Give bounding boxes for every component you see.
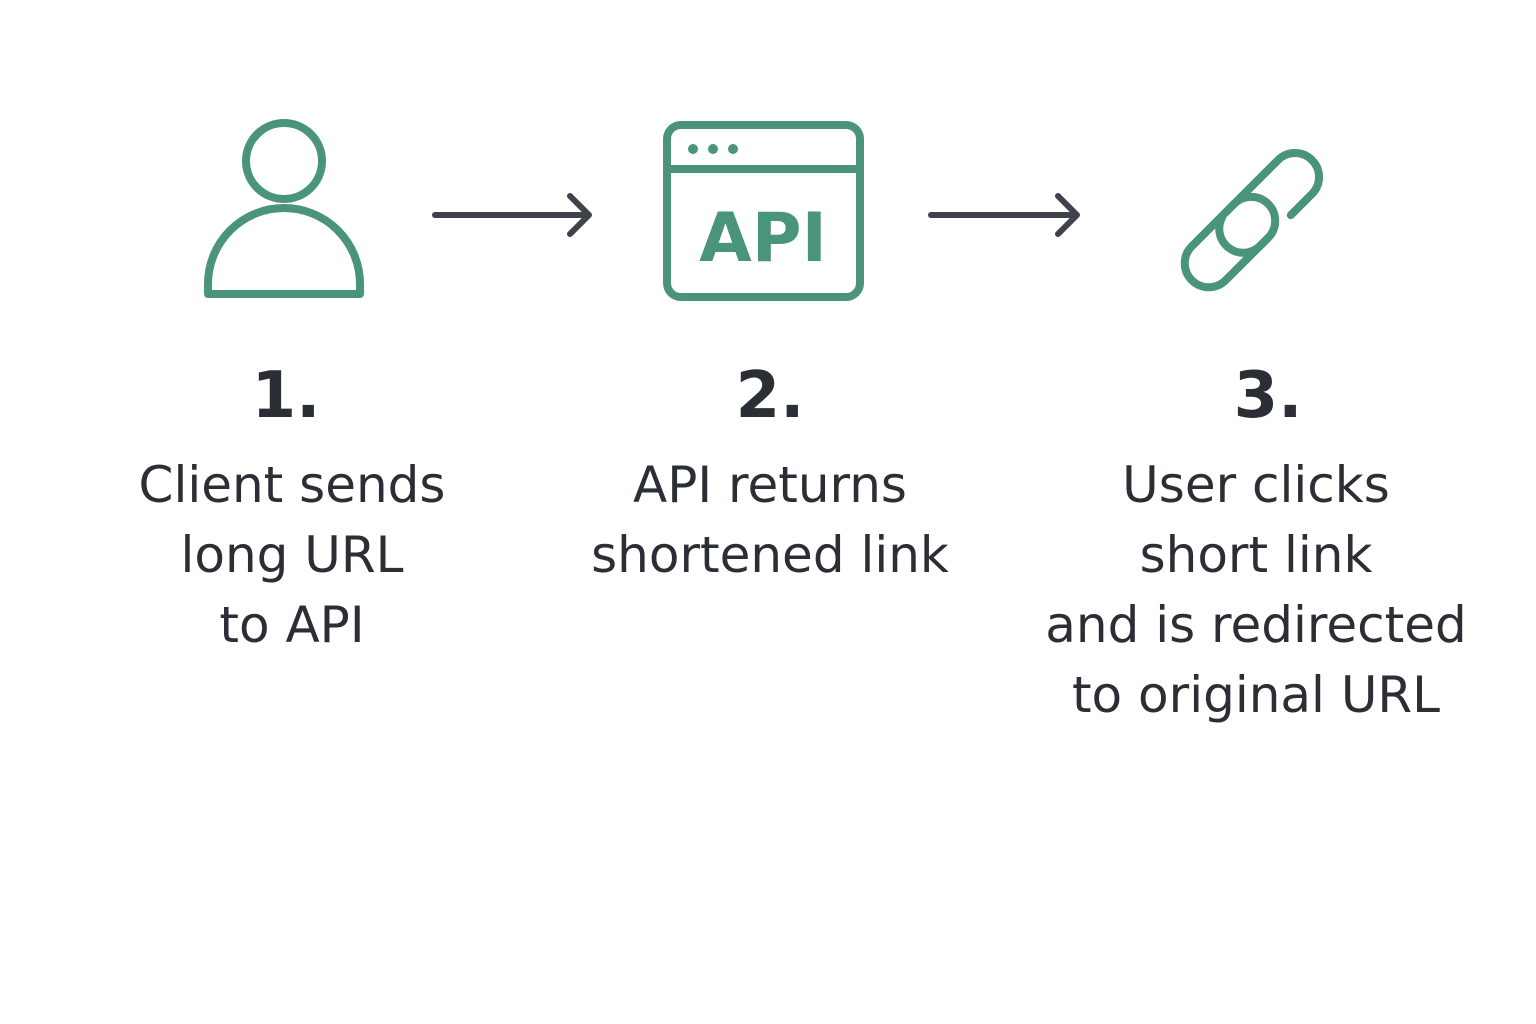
step-description: Client sends long URL to API bbox=[92, 450, 492, 660]
step-description-line: long URL bbox=[180, 526, 404, 584]
step-number: 3. bbox=[1233, 359, 1303, 433]
arrow-right-icon bbox=[928, 193, 1080, 237]
step-description: User clicks short link and is redirected… bbox=[1016, 450, 1496, 730]
step-number: 2. bbox=[735, 359, 805, 433]
step-description-line: to original URL bbox=[1071, 666, 1441, 724]
api-icon-label: API bbox=[699, 199, 827, 278]
arrow-right-icon bbox=[432, 193, 592, 237]
step-description-line: User clicks bbox=[1122, 456, 1390, 514]
step-description-line: short link bbox=[1139, 526, 1373, 584]
link-icon bbox=[1180, 149, 1323, 292]
step-description-line: and is redirected bbox=[1045, 596, 1467, 654]
step-description: API returns shortened link bbox=[560, 450, 980, 590]
step-description-line: to API bbox=[219, 596, 365, 654]
step-description-line: Client sends bbox=[138, 456, 446, 514]
step-description-line: shortened link bbox=[591, 526, 949, 584]
api-window-icon: API bbox=[663, 121, 864, 301]
step-description-line: API returns bbox=[633, 456, 907, 514]
user-icon bbox=[204, 119, 364, 298]
step-number: 1. bbox=[251, 359, 321, 433]
